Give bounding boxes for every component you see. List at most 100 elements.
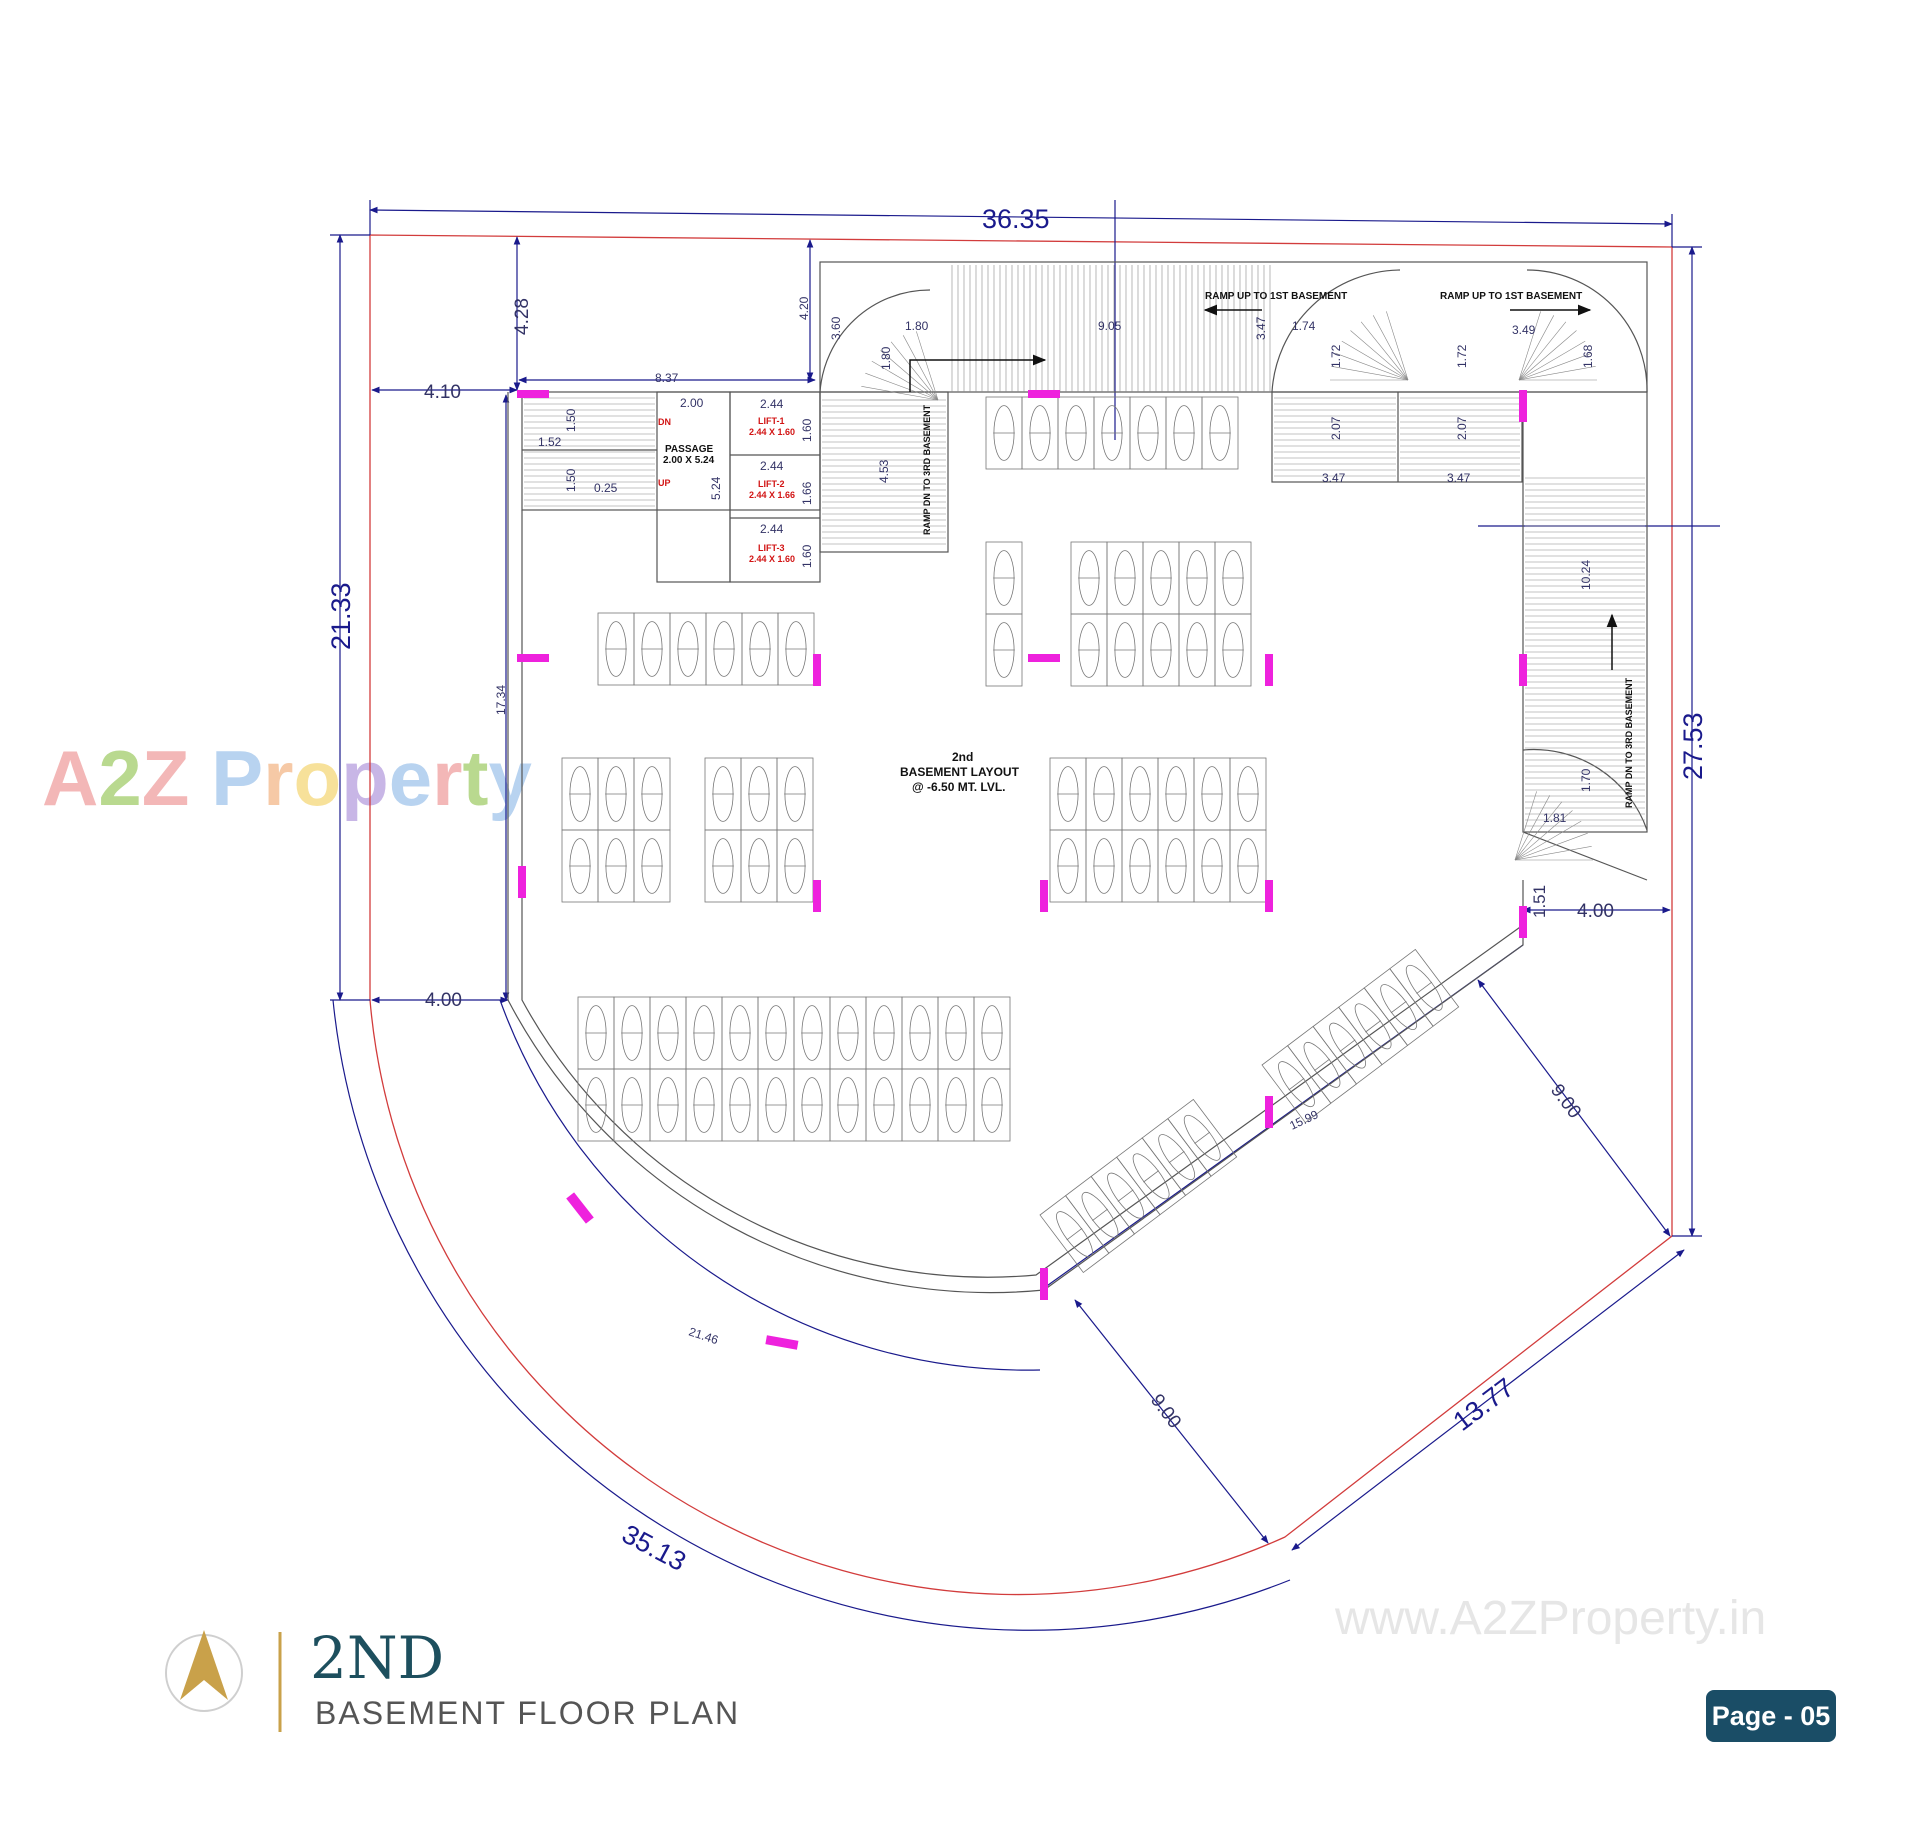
parking-stall [865,996,903,1070]
dim-ramp-1024: 10.24 [1579,560,1593,590]
label-ramp-dn-1: RAMP DN TO 3RD BASEMENT [922,404,932,535]
hatch-line [865,372,939,401]
parking-stall [721,1068,759,1142]
parking-stall [777,612,815,686]
parking-stall [973,996,1011,1070]
parking-stall [901,1068,939,1142]
parking-stall [1201,396,1239,470]
parking-stall [577,996,615,1070]
parking-stall [985,613,1023,687]
parking-stall [776,757,814,831]
parking-stall [1129,396,1167,470]
parking-stall [685,996,723,1070]
label-ramp-up-2: RAMP UP TO 1ST BASEMENT [1440,291,1582,302]
parking-stall [1064,1175,1136,1254]
parking-block [1261,948,1460,1124]
parking-stall [793,996,831,1070]
label-lift1-name: LIFT-1 [758,416,785,426]
dim-right-lower-offset: 4.00 [1577,901,1614,922]
watermark-letter: 2 [98,734,141,822]
parking-stall [561,829,599,903]
logo [165,1630,243,1712]
hatch-line [1372,315,1409,381]
parking-stall [973,1068,1011,1142]
dim-ramp-207a: 2.07 [1329,416,1343,440]
hatch-line [1514,810,1573,861]
label-lift2-name: LIFT-2 [758,479,785,489]
watermark-letter: y [489,734,532,822]
parking-stall [865,1068,903,1142]
parking-stall [1214,541,1252,615]
parking-stall [597,612,635,686]
hatch-line [871,360,939,401]
parking-stall [1085,757,1123,831]
dim-small-151: 1.51 [1530,885,1549,918]
parking-stall [1085,829,1123,903]
dim-arc-outer: 35.13 [617,1519,691,1577]
parking-stall [1049,829,1087,903]
hatch-line [1341,340,1409,381]
parking-stall [1106,541,1144,615]
label-passage: PASSAGE [665,444,713,455]
parking-block [597,612,815,686]
hatch-line [1386,311,1409,381]
parking-stall [1070,613,1108,687]
parking-block [577,996,1011,1142]
label-dn: DN [658,417,671,427]
parking-block [1039,1098,1238,1274]
dim-lift-h2: 1.66 [800,481,814,505]
hatch-line [1514,795,1551,861]
label-lift3-name: LIFT-3 [758,543,785,553]
hatch-line [1518,321,1567,381]
dim-lift-h1: 1.60 [800,418,814,442]
footer-subtitle: BASEMENT FLOOR PLAN [315,1695,740,1731]
hatch-line [1518,311,1541,381]
parking-stall [561,757,599,831]
hatch-line [1518,340,1586,381]
dim-core-width: 8.37 [655,371,679,385]
parking-stall [829,996,867,1070]
parking-stall [705,612,743,686]
parking-stall [1049,757,1087,831]
parking-stalls [561,396,1460,1274]
hatch-line [902,335,939,401]
parking-stall [1093,396,1131,470]
parking-stall [649,1068,687,1142]
watermark-letter: o [293,734,341,822]
parking-stall [985,541,1023,615]
parking-stall [1214,613,1252,687]
parking-stall [1157,757,1195,831]
ramp-hatching [524,265,1645,861]
watermark-letter: t [463,734,489,822]
hatch-line [1335,352,1409,381]
parking-stall [1057,396,1095,470]
plot-boundary [369,234,1673,1596]
dim-inner-left: 17.34 [494,685,508,715]
parking-stall [577,1068,615,1142]
parking-stall [633,829,671,903]
parking-stall [1229,829,1267,903]
dim-ramp-181: 1.81 [1543,811,1567,825]
dim-inner-arc: 21.46 [687,1325,720,1348]
parking-stall [1021,396,1059,470]
parking-stall [1193,829,1231,903]
dim-top-left-offset: 4.28 [512,298,533,335]
parking-stall [633,757,671,831]
parking-stall [741,612,779,686]
parking-stall [704,829,742,903]
parking-stall [829,1068,867,1142]
dim-lift-w2: 2.44 [760,459,784,473]
dim-stair-200: 2.00 [680,396,704,410]
parking-stall [704,757,742,831]
hatch-line [1518,366,1596,381]
dim-ramp-172b: 1.72 [1455,344,1469,368]
parking-block [1049,757,1267,903]
parking-stall [793,1068,831,1142]
parking-stall [613,1068,651,1142]
parking-stall [1157,829,1195,903]
watermark-letter: Z [142,734,190,822]
hatch-line [1514,832,1588,861]
hatch-line [916,331,939,401]
page-number-badge: Page - 05 [1706,1690,1836,1742]
label-lift3-size: 2.44 X 1.60 [749,554,795,564]
